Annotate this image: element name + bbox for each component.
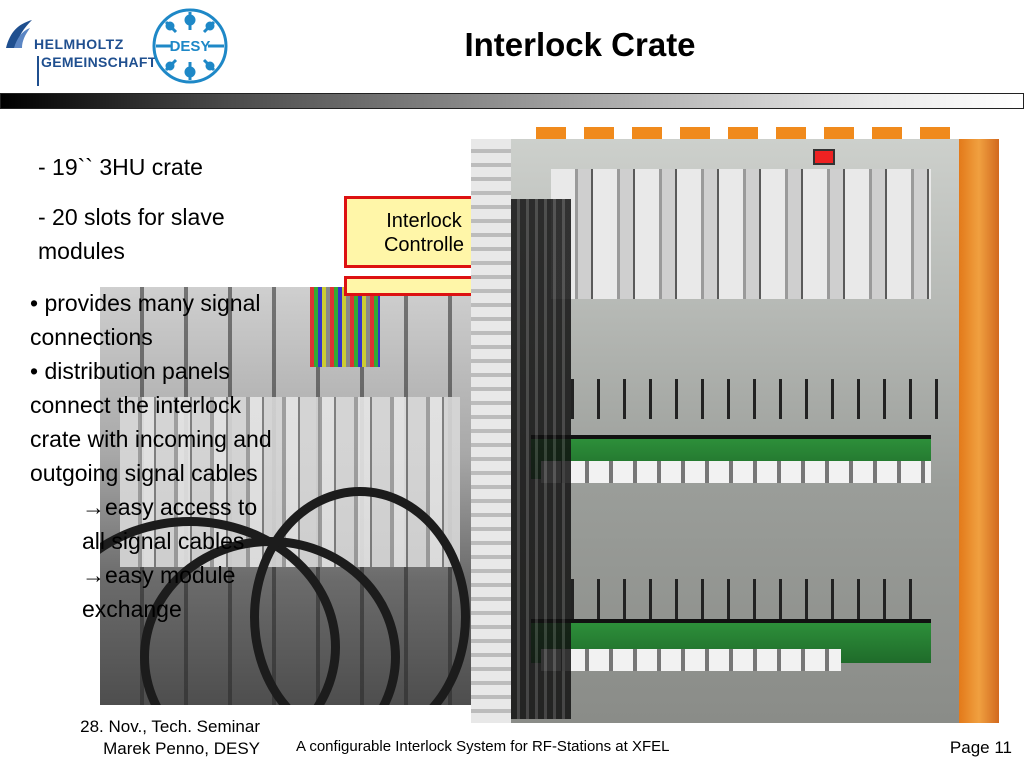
label-line1: Interlock [386, 210, 462, 232]
footer-author: Marek Penno, DESY [103, 739, 260, 758]
arrow1-line2: all signal cables [82, 528, 245, 554]
power-indicator-icon [813, 149, 835, 165]
rack-distribution-photo [471, 139, 999, 723]
interlock-crate-modules [551, 169, 931, 299]
slide-title: Interlock Crate [464, 26, 696, 63]
crate-front-photo [100, 287, 472, 705]
arrow-right-icon: → [82, 494, 105, 520]
helmholtz-logo-line1: HELMHOLTZ [34, 36, 124, 52]
terminal-blocks-lower [541, 649, 841, 671]
helmholtz-logo-bar [37, 56, 39, 86]
helmholtz-mark-icon [6, 20, 32, 48]
page-number: Page 11 [949, 738, 1012, 757]
header-gradient-rule [0, 93, 1024, 109]
desy-logo-text: DESY [169, 38, 211, 55]
arrow1-line1: easy access to [105, 494, 258, 520]
bullet-signal-connections: • provides many signal connections • dis… [30, 286, 360, 626]
bullet-slave-slots: - 20 slots for slave modules [38, 204, 225, 264]
footer-presentation-title: A configurable Interlock System for RF-S… [296, 738, 670, 755]
arrow-point-access: →easy access to [30, 490, 360, 524]
wire-bundle [571, 379, 951, 419]
helmholtz-logo: HELMHOLTZ GEMEINSCHAFT [4, 16, 157, 86]
signals-line-1: • provides many signal [30, 290, 261, 316]
cable-loop [250, 487, 470, 705]
label-line2: Controlle [383, 234, 465, 256]
signals-line-3: • distribution panels [30, 358, 230, 384]
signals-line-6: outgoing signal cables [30, 460, 258, 486]
arrow2-line1: easy module [105, 562, 236, 588]
arrow2-line2: exchange [82, 596, 182, 622]
bullet-crate-size: - 19`` 3HU crate [38, 154, 203, 180]
footer-date-author: 28. Nov., Tech. Seminar Marek Penno, DES… [40, 716, 260, 760]
arrow-point-exchange: →easy module [30, 558, 360, 592]
rack-top-edge [536, 127, 968, 141]
rack-frame-right [959, 139, 999, 723]
cable-bundle [511, 199, 571, 719]
arrow-right-icon: → [82, 562, 105, 588]
helmholtz-logo-line2: GEMEINSCHAFT [41, 54, 157, 70]
signals-line-5: crate with incoming and [30, 426, 272, 452]
signals-line-4: connect the interlock [30, 392, 241, 418]
terminal-blocks-upper [541, 461, 931, 483]
desy-logo: DESY [150, 6, 230, 86]
signals-line-2: connections [30, 324, 153, 350]
desy-emblem-icon [152, 8, 228, 84]
wire-bundle [571, 579, 931, 619]
footer-date: 28. Nov., Tech. Seminar [80, 717, 260, 736]
rack-frame-left [471, 139, 511, 723]
ribbon-cable [310, 287, 380, 367]
